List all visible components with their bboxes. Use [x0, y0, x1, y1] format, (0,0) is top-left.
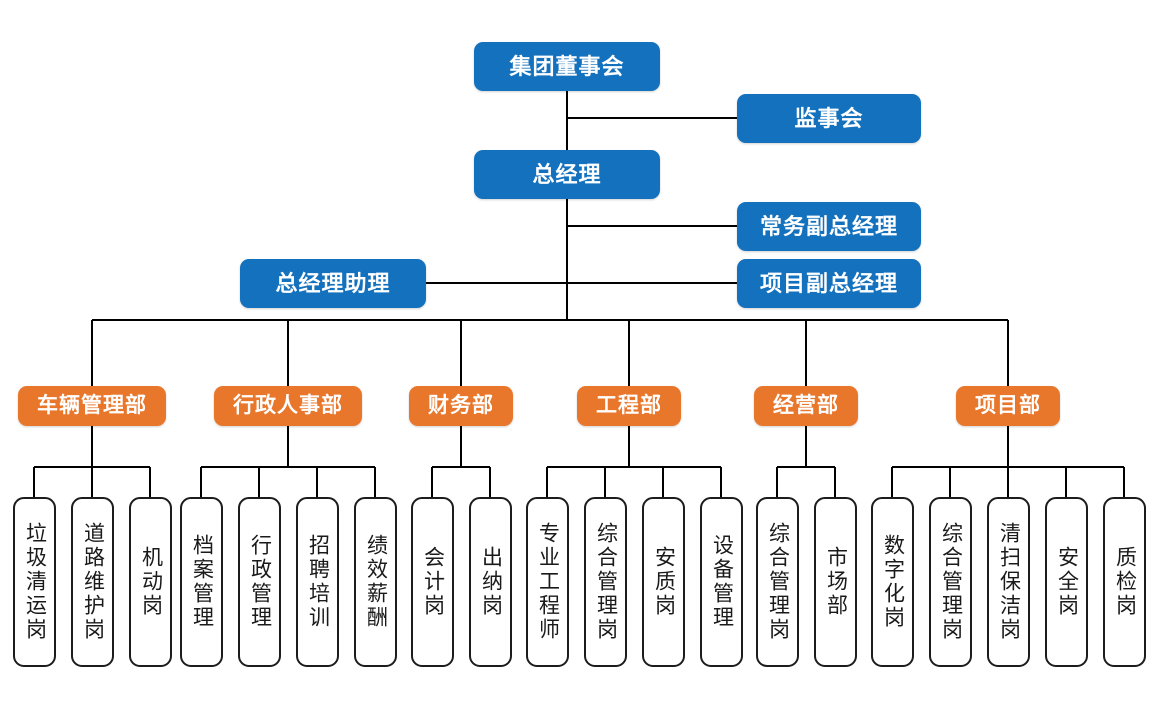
node-deputy-project-manager[interactable]: 项目副总经理	[737, 259, 921, 308]
department-label: 项目部	[975, 393, 1041, 417]
node-position-finance-2[interactable]: 出纳岗	[469, 497, 512, 667]
node-general-manager-label: 总经理	[532, 161, 602, 187]
position-label: 质检岗	[1113, 546, 1137, 618]
node-position-vehicle-3[interactable]: 机动岗	[129, 497, 172, 667]
node-deputy-project-manager-label: 项目副总经理	[759, 270, 898, 296]
node-position-business-1[interactable]: 综合管理岗	[756, 497, 799, 667]
department-label: 经营部	[773, 393, 839, 417]
position-label: 清扫保洁岗	[997, 522, 1021, 642]
node-position-vehicle-2[interactable]: 道路维护岗	[71, 497, 114, 667]
node-deputy-executive-manager-label: 常务副总经理	[759, 213, 898, 239]
position-label: 综合管理岗	[766, 522, 790, 642]
position-label: 综合管理岗	[939, 522, 963, 642]
node-position-hr-3[interactable]: 招聘培训	[296, 497, 339, 667]
node-position-business-2[interactable]: 市场部	[814, 497, 857, 667]
node-position-hr-4[interactable]: 绩效薪酬	[354, 497, 397, 667]
node-position-engineering-2[interactable]: 综合管理岗	[584, 497, 627, 667]
node-position-project-4[interactable]: 安全岗	[1045, 497, 1088, 667]
position-label: 数字化岗	[881, 534, 905, 630]
node-general-manager-assistant-label: 总经理助理	[275, 270, 391, 296]
position-label: 行政管理	[248, 534, 272, 630]
node-department-admin-hr[interactable]: 行政人事部	[214, 386, 362, 426]
position-label: 档案管理	[190, 534, 214, 630]
node-department-project[interactable]: 项目部	[956, 386, 1060, 426]
node-position-project-2[interactable]: 综合管理岗	[929, 497, 972, 667]
position-label: 安全岗	[1055, 546, 1079, 618]
node-general-manager-assistant[interactable]: 总经理助理	[240, 259, 426, 308]
node-general-manager[interactable]: 总经理	[474, 150, 660, 199]
node-position-project-3[interactable]: 清扫保洁岗	[987, 497, 1030, 667]
position-label: 道路维护岗	[81, 522, 105, 642]
node-position-engineering-4[interactable]: 设备管理	[700, 497, 743, 667]
position-label: 综合管理岗	[594, 522, 618, 642]
node-supervisory-board-label: 监事会	[794, 105, 864, 131]
position-label: 市场部	[824, 546, 848, 618]
position-label: 安质岗	[652, 546, 676, 618]
node-position-hr-1[interactable]: 档案管理	[180, 497, 223, 667]
position-label: 垃圾清运岗	[23, 522, 47, 642]
node-department-finance[interactable]: 财务部	[409, 386, 513, 426]
node-position-project-1[interactable]: 数字化岗	[871, 497, 914, 667]
node-position-project-5[interactable]: 质检岗	[1103, 497, 1146, 667]
position-label: 专业工程师	[536, 522, 560, 642]
node-deputy-executive-manager[interactable]: 常务副总经理	[737, 202, 921, 251]
node-position-finance-1[interactable]: 会计岗	[411, 497, 454, 667]
node-supervisory-board[interactable]: 监事会	[737, 94, 921, 143]
position-label: 绩效薪酬	[364, 534, 388, 630]
node-department-engineering[interactable]: 工程部	[577, 386, 681, 426]
node-board[interactable]: 集团董事会	[474, 42, 660, 91]
position-label: 设备管理	[710, 534, 734, 630]
node-board-label: 集团董事会	[509, 53, 625, 79]
position-label: 会计岗	[421, 546, 445, 618]
department-label: 车辆管理部	[37, 393, 147, 417]
node-position-vehicle-1[interactable]: 垃圾清运岗	[13, 497, 56, 667]
department-label: 财务部	[428, 393, 494, 417]
position-label: 机动岗	[139, 546, 163, 618]
node-position-engineering-1[interactable]: 专业工程师	[526, 497, 569, 667]
position-label: 招聘培训	[306, 534, 330, 630]
node-department-business[interactable]: 经营部	[754, 386, 858, 426]
department-label: 行政人事部	[233, 393, 343, 417]
node-department-vehicle-management[interactable]: 车辆管理部	[18, 386, 166, 426]
node-position-engineering-3[interactable]: 安质岗	[642, 497, 685, 667]
position-label: 出纳岗	[479, 546, 503, 618]
node-position-hr-2[interactable]: 行政管理	[238, 497, 281, 667]
department-label: 工程部	[596, 393, 662, 417]
